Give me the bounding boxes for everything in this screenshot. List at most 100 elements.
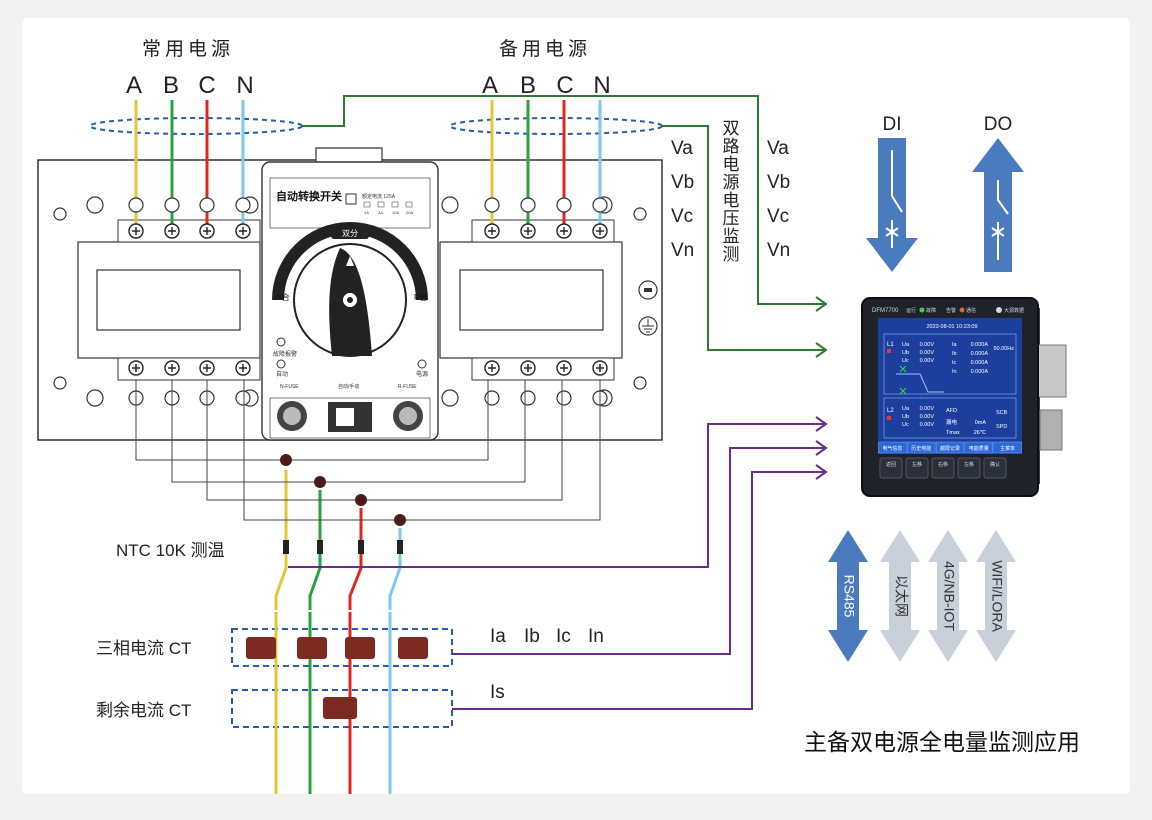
ntc-sensor-n xyxy=(394,514,406,526)
device-screen xyxy=(878,318,1022,454)
ct-c xyxy=(345,637,375,659)
fault-label: 故障报警 xyxy=(273,350,297,358)
svg-text:Ic: Ic xyxy=(952,360,957,366)
do-switch-icon xyxy=(991,180,1009,260)
right-top-terminal-2 xyxy=(556,223,572,239)
svg-text:测: 测 xyxy=(723,245,740,264)
status-comm: 通信 xyxy=(966,307,976,314)
device-key-0[interactable] xyxy=(879,457,903,479)
screen-currents: Ia 0.000A Ib 0.000A Ic 0.000A In 0.000A xyxy=(952,342,988,375)
do-label: DO xyxy=(984,114,1013,135)
screen-tab-3[interactable] xyxy=(964,441,993,454)
ct-a xyxy=(246,637,276,659)
svg-text:0.00V: 0.00V xyxy=(920,406,935,412)
comm-label-1: 以太网 xyxy=(893,575,909,617)
r-fuse-label: R-FUSE xyxy=(398,384,417,390)
device-key-4[interactable] xyxy=(983,457,1007,479)
device-key-label-0: 返回 xyxy=(886,461,896,468)
load-wire-top-c xyxy=(348,508,363,610)
dial-left-label: N合 xyxy=(276,292,290,302)
di-label: DI xyxy=(883,114,902,135)
screen-tab-0[interactable] xyxy=(878,441,907,454)
device-din-clip xyxy=(1035,344,1067,398)
ats-tiny-3: 20A xyxy=(406,210,413,215)
screen-tab-label-3: 电能质量 xyxy=(969,445,989,452)
svg-text:0.00V: 0.00V xyxy=(920,358,935,364)
screen-tab-1[interactable] xyxy=(907,441,936,454)
svg-text:0.00V: 0.00V xyxy=(920,342,935,348)
device-brand: 大源数据 xyxy=(1004,307,1024,314)
current-signal-lines xyxy=(288,416,828,710)
svg-text:0.00V: 0.00V xyxy=(920,350,935,356)
screen-tab-label-2: 越限记录 xyxy=(940,445,960,452)
screen-datetime: 2023-08-01 10:23:09 xyxy=(926,324,977,330)
svg-text:压: 压 xyxy=(723,209,740,228)
comm-arrow-shape-2 xyxy=(928,530,968,662)
device-key-2[interactable] xyxy=(931,457,955,479)
device-key-3[interactable] xyxy=(957,457,981,479)
terminal-top-hole-3 xyxy=(235,197,251,213)
right-terminal-strip-bottom xyxy=(471,357,615,381)
ats-indicator-box xyxy=(345,193,357,205)
svg-text:Ub: Ub xyxy=(902,350,909,356)
right-vn: Vn xyxy=(767,240,790,261)
status-run: 运行 xyxy=(906,307,916,314)
svg-text:路: 路 xyxy=(723,137,740,156)
left-top-terminal-3 xyxy=(235,223,251,239)
left-bottom-terminal-1 xyxy=(164,360,180,376)
device-key-label-2: 右移 xyxy=(938,461,948,468)
auto-label: 自动 xyxy=(276,370,288,378)
comm-arrow-3: WIFI/LORA xyxy=(976,530,1016,662)
current-ib: Ib xyxy=(524,626,540,647)
comm-arrow-shape-3 xyxy=(976,530,1016,662)
svg-text:0.000A: 0.000A xyxy=(971,351,989,357)
n-fuse-label: N-FUSE xyxy=(280,384,299,390)
load-wire-top-a xyxy=(274,470,288,610)
device-key-label-4: 确认 xyxy=(990,461,1000,468)
comm-label-3: WIFI/LORA xyxy=(989,560,1005,632)
screen-voltage-bottom: Ua 0.00V Ub 0.00V Uc 0.00V xyxy=(902,406,934,428)
dial-right-label: R合 xyxy=(414,292,428,302)
alarm-led-icon xyxy=(959,307,965,313)
left-bottom-terminal-3 xyxy=(235,360,251,376)
device-model: DFM7700 xyxy=(872,308,899,314)
load-wiring xyxy=(135,380,601,521)
backup-phase-n: N xyxy=(593,72,610,99)
screen-tab-4[interactable] xyxy=(993,441,1022,454)
normal-source-label: 常用电源 xyxy=(142,38,234,60)
left-terminal-strip-top xyxy=(117,219,261,243)
screen-tab-label-1: 历史电能 xyxy=(911,445,931,452)
screen-tab-2[interactable] xyxy=(935,441,965,454)
comm-label-2: 4G/NB-IOT xyxy=(941,561,957,631)
left-vc: Vc xyxy=(671,206,693,227)
screen-l2: L2 xyxy=(887,408,894,414)
ats-title: 自动转换开关 xyxy=(276,189,342,203)
brand-logo-icon xyxy=(996,307,1002,313)
terminal-bottom-hole-5 xyxy=(520,390,536,406)
residual-current-is: Is xyxy=(490,682,505,703)
right-va: Va xyxy=(767,138,789,159)
normal-phase-n: N xyxy=(236,72,253,99)
right-terminal-strip-top xyxy=(471,219,615,243)
device-key-1[interactable] xyxy=(905,457,929,479)
ats-tiny-1: 3A xyxy=(378,210,383,215)
left-terminal-strip-bottom xyxy=(117,357,261,381)
left-breaker-window xyxy=(96,269,241,331)
ntc-sensor-b xyxy=(314,476,326,488)
current-transformers xyxy=(246,637,428,719)
svg-text:监: 监 xyxy=(723,227,740,246)
backup-source-label: 备用电源 xyxy=(499,38,591,60)
svg-text:Ib: Ib xyxy=(952,351,957,357)
device-key-label-3: 左移 xyxy=(964,461,974,468)
svg-text:0.00V: 0.00V xyxy=(920,422,935,428)
current-ic: Ic xyxy=(556,626,571,647)
screen-afd: AFD xyxy=(946,408,957,414)
backup-phase-letters: A B C N xyxy=(482,72,611,99)
ct-b xyxy=(297,637,327,659)
svg-text:0.000A: 0.000A xyxy=(971,342,989,348)
left-va: Va xyxy=(671,138,693,159)
screen-tab-bar: 电气信息历史电能越限记录电能质量主菜单 xyxy=(878,441,1022,454)
ats-tiny-0: 1A xyxy=(364,210,369,215)
screen-leak-val: 0mA xyxy=(975,420,987,426)
ntc-sensor-c xyxy=(355,494,367,506)
